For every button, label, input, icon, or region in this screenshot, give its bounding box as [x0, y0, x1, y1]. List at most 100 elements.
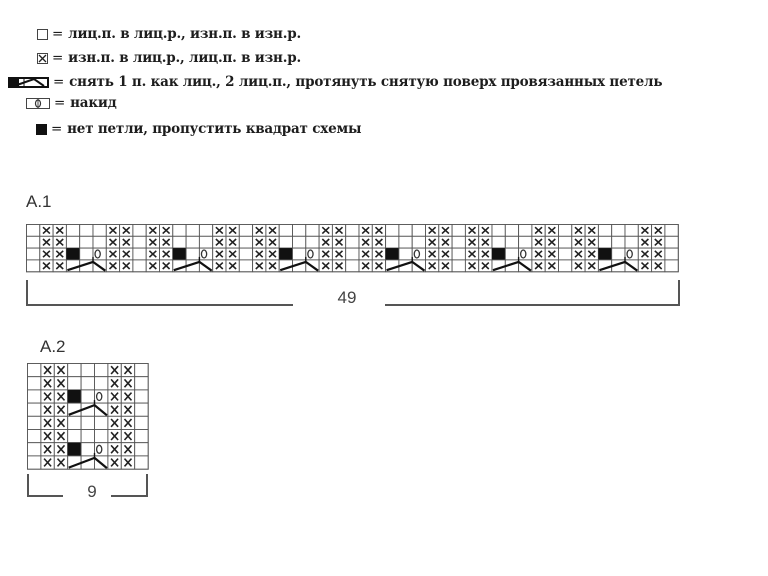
stitch-cell: [92, 224, 107, 237]
stitch-cell: [134, 415, 149, 430]
slip-knit-psso-symbol: [492, 256, 532, 272]
stitch-cell: [438, 247, 453, 261]
stitch-cell: [385, 247, 400, 261]
stitch-cell: [39, 247, 54, 261]
stitch-cell: [132, 235, 147, 249]
stitch-cell: [292, 235, 307, 249]
stitch-cell: [52, 247, 67, 261]
stitch-cell: [478, 247, 493, 261]
stitch-cell: [225, 259, 240, 273]
stitch-cell: [478, 224, 493, 237]
stitch-cell: [145, 259, 160, 273]
stitch-cell: [411, 235, 426, 249]
stitch-cell: [145, 224, 160, 237]
stitch-cell: [451, 235, 466, 249]
stitch-cell: [53, 376, 69, 391]
stitch-cell: [92, 247, 107, 261]
stitch-cell: [40, 429, 55, 444]
stitch-cell: [491, 247, 506, 261]
stitch-cell: [398, 247, 413, 261]
stitch-cell: [637, 259, 653, 273]
stitch-cell: [40, 402, 55, 417]
stitch-cell: [172, 247, 187, 261]
equals-sign: =: [52, 26, 64, 42]
slip-knit-psso-symbol: [67, 256, 106, 272]
stitch-cell: [134, 429, 149, 444]
stitch-cell: [518, 247, 533, 261]
stitch-cell: [53, 429, 69, 444]
legend-item-knit: = лиц.п. в лиц.р., изн.п. в изн.р.: [37, 26, 301, 42]
stitch-cell: [238, 235, 254, 249]
equals-sign: =: [53, 74, 65, 90]
stitch-cell: [212, 224, 227, 237]
stitch-cell: [531, 235, 546, 249]
stitch-cell: [94, 363, 109, 378]
stitch-cell: [132, 224, 147, 237]
stitch-cell: [651, 247, 666, 261]
stitch-cell: [26, 235, 41, 249]
stitch-cell: [40, 442, 55, 457]
white-square-icon: [37, 28, 48, 40]
stitch-cell: [637, 247, 653, 261]
stitch-cell: [318, 224, 333, 237]
stitch-cell: [120, 455, 136, 470]
stitch-cell: [597, 247, 613, 261]
stitch-cell: [265, 224, 280, 237]
stitch-cell: [105, 235, 121, 249]
slip-knit-psso-symbol: [68, 452, 108, 469]
stitch-cell: [385, 224, 400, 237]
stitch-cell: [637, 224, 653, 237]
stitch-cell: [238, 224, 254, 237]
stitch-cell: [651, 224, 666, 237]
stitch-cell: [345, 259, 360, 273]
stitch-cell: [67, 415, 82, 430]
slip-knit-psso-symbol: [173, 256, 213, 272]
stitch-cell: [52, 259, 67, 273]
stitch-cell: [278, 235, 293, 249]
stitch-cell: [651, 235, 666, 249]
stitch-cell: [65, 235, 81, 249]
stitch-cell: [451, 224, 466, 237]
stitch-cell: [318, 235, 333, 249]
stitch-cell: [464, 247, 480, 261]
stitch-cell: [80, 389, 95, 404]
stitch-cell: [53, 415, 69, 430]
legend-text: накид: [70, 95, 117, 111]
stitch-cell: [385, 235, 400, 249]
stitch-cell: [40, 389, 55, 404]
stitch-cell: [94, 376, 109, 391]
stitch-cell: [252, 224, 267, 237]
stitch-cell: [120, 429, 136, 444]
legend-text: изн.п. в лиц.р., лиц.п. в изн.р.: [68, 50, 301, 66]
stitch-cell: [331, 247, 347, 261]
stitch-cell: [27, 455, 42, 470]
stitch-cell: [27, 402, 42, 417]
stitch-cell: [27, 389, 42, 404]
stitch-cell: [518, 235, 533, 249]
stitch-cell: [198, 247, 214, 261]
stitch-cell: [425, 259, 440, 273]
chart-a1-label: A.1: [26, 192, 52, 211]
stitch-cell: [611, 235, 626, 249]
legend-item-no-stitch: = нет петли, пропустить квадрат схемы: [36, 121, 362, 137]
stitch-cell: [664, 247, 679, 261]
stitch-cell: [411, 224, 426, 237]
stitch-cell: [358, 259, 373, 273]
stitch-cell: [107, 376, 122, 391]
stitch-cell: [278, 247, 293, 261]
stitch-cell: [584, 247, 599, 261]
stitch-cell: [40, 363, 55, 378]
chart-a2-label: A.2: [40, 337, 66, 356]
stitch-cell: [531, 259, 546, 273]
stitch-cell: [278, 224, 293, 237]
stitch-cell: [345, 235, 360, 249]
stitch-cell: [67, 389, 82, 404]
stitch-cell: [544, 224, 559, 237]
stitch-cell: [65, 224, 81, 237]
stitch-cell: [172, 235, 187, 249]
stitch-cell: [172, 224, 187, 237]
stitch-cell: [105, 224, 121, 237]
stitch-cell: [544, 235, 559, 249]
stitch-cell: [345, 224, 360, 237]
stitch-cell: [305, 224, 320, 237]
